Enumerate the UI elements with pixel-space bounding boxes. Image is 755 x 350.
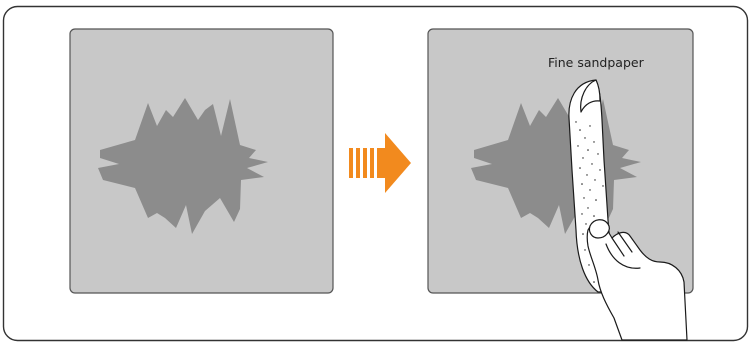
left-panel-before — [70, 29, 333, 293]
sandpaper-label: Fine sandpaper — [548, 55, 645, 70]
right-panel-after: Fine sandpaper — [428, 29, 693, 340]
hand-thumb — [589, 220, 609, 238]
